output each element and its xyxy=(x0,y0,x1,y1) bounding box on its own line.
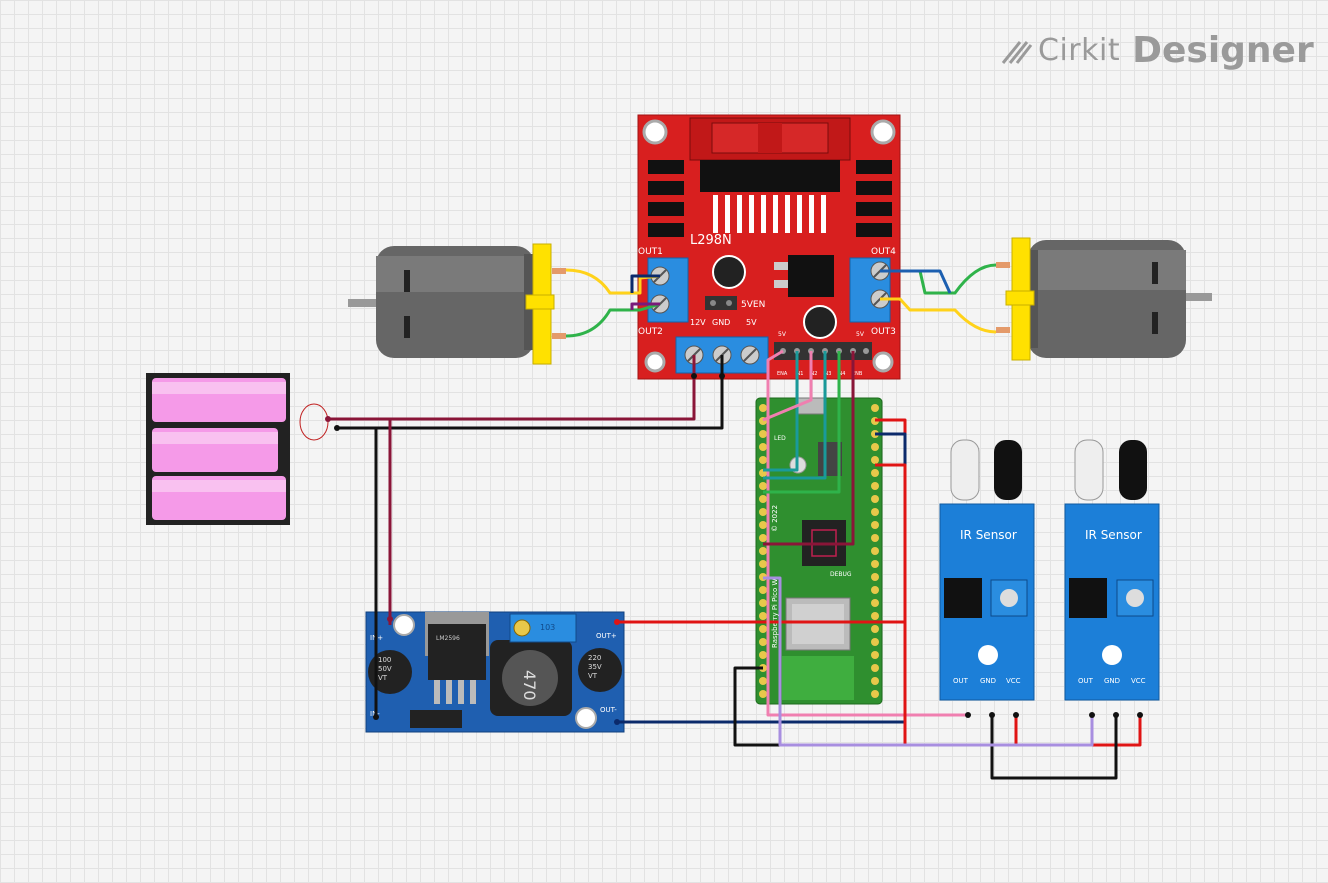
out-plus-label: OUT+ xyxy=(596,632,617,640)
wire-sensor1-gnd[interactable] xyxy=(733,666,994,747)
in1-label: IN1 xyxy=(795,371,803,377)
capacitor xyxy=(712,255,746,289)
pico-debug-label: DEBUG xyxy=(830,571,852,578)
logic-pin-header[interactable] xyxy=(774,342,872,360)
enb-label: ENB xyxy=(852,371,863,377)
diode-array-left xyxy=(648,160,684,237)
wire-ena-pink[interactable] xyxy=(766,349,968,717)
logic-5v-left-label: 5V xyxy=(778,331,787,338)
logic-5v-right-label: 5V xyxy=(856,331,865,338)
out4-label: OUT4 xyxy=(871,247,896,257)
mount-hole-icon xyxy=(870,119,896,145)
ir-sensor-1[interactable]: IR Sensor OUT GND VCC xyxy=(939,439,1035,701)
pico-led-label: LED xyxy=(774,435,786,442)
wire-junctions xyxy=(325,373,1143,725)
ir-sensor-1-title: IR Sensor xyxy=(960,528,1017,542)
ir-sensor-2-gnd-label: GND xyxy=(1104,677,1120,685)
out2-label: OUT2 xyxy=(638,327,663,337)
diode-array-right xyxy=(856,160,892,237)
pot-label: 103 xyxy=(540,623,555,632)
ir-sensor-2-title: IR Sensor xyxy=(1085,528,1142,542)
wire-sensor2-gnd[interactable] xyxy=(990,715,1118,780)
terminal-block-out1-out2[interactable] xyxy=(647,257,689,323)
trim-pot-icon[interactable] xyxy=(1126,589,1144,607)
wire-in4-green[interactable] xyxy=(763,351,841,494)
voltage-regulator xyxy=(788,255,834,297)
wire-motor-right-green[interactable] xyxy=(880,263,997,295)
power-5v-label: 5V xyxy=(746,318,757,327)
trim-pot-icon[interactable] xyxy=(1000,589,1018,607)
power-gnd-label: GND xyxy=(712,318,730,327)
wire-in2-pink[interactable] xyxy=(762,351,813,422)
wire-in1-teal[interactable] xyxy=(763,351,799,472)
ena-label: ENA xyxy=(777,371,788,377)
mount-hole-icon xyxy=(393,614,415,636)
wire-motor-left-green[interactable] xyxy=(565,302,661,338)
battery-pack-3x18650[interactable] xyxy=(146,373,329,525)
pico-board-label: Raspberry Pi Pico W xyxy=(771,579,779,648)
wire-motor-left-yellow[interactable] xyxy=(565,268,661,295)
wire-in3-teal[interactable] xyxy=(763,351,827,480)
wire-motor-right-yellow[interactable] xyxy=(880,297,997,334)
wire-out2-purple[interactable] xyxy=(630,302,660,310)
logo-designer-text: Designer xyxy=(1132,30,1314,71)
out-minus-label: OUT- xyxy=(600,706,617,714)
ir-sensor-2-vcc-label: VCC xyxy=(1131,677,1146,685)
wire-out1-navy[interactable] xyxy=(630,274,660,293)
capacitor xyxy=(803,305,837,339)
cirkit-designer-logo: Cirkit Designer xyxy=(1000,30,1314,71)
in4-label: IN4 xyxy=(837,371,845,377)
driver-name-label: L298N xyxy=(690,233,732,248)
logo-cirkit-text: Cirkit xyxy=(1038,33,1121,68)
wire-battery-gnd[interactable] xyxy=(337,355,724,430)
mount-hole-icon xyxy=(644,351,666,373)
mount-hole-icon xyxy=(872,351,894,373)
wire-out4-blue[interactable] xyxy=(880,269,952,294)
wire-enb-maroon[interactable] xyxy=(763,351,855,546)
out1-label: OUT1 xyxy=(638,247,663,257)
wires xyxy=(328,263,1142,780)
chip-label: LM2596 xyxy=(436,635,460,642)
out3-label: OUT3 xyxy=(871,327,896,337)
in3-label: IN3 xyxy=(823,371,831,377)
mount-hole-icon xyxy=(575,707,597,729)
heatsink xyxy=(689,117,851,233)
terminal-block-out3-out4[interactable] xyxy=(849,257,891,323)
jumper-5ven-label: 5VEN xyxy=(741,300,765,310)
pico-year-label: © 2022 xyxy=(771,505,779,532)
wire-sensor2-vcc[interactable] xyxy=(1016,715,1142,747)
ir-sensor-1-out-label: OUT xyxy=(953,677,969,685)
dc-motor-left[interactable] xyxy=(348,243,566,365)
mount-hole-icon xyxy=(642,119,668,145)
power-12v-label: 12V xyxy=(690,318,706,327)
pen-icon xyxy=(1001,40,1033,64)
ir-sensor-1-vcc-label: VCC xyxy=(1006,677,1021,685)
ir-sensor-1-gnd-label: GND xyxy=(980,677,996,685)
inductor-label: 470 xyxy=(520,670,539,701)
in2-label: IN2 xyxy=(809,371,817,377)
dc-motor-right[interactable] xyxy=(996,237,1212,361)
raspberry-pi-pico-w[interactable]: DEBUG LED Raspberry Pi Pico W © 2022 xyxy=(755,397,883,705)
wire-sensor2-out[interactable] xyxy=(763,576,1094,747)
ir-sensor-2-out-label: OUT xyxy=(1078,677,1094,685)
l298n-motor-driver[interactable]: L298N 5VEN OUT1 OUT2 OUT4 OUT3 xyxy=(637,114,901,380)
ir-sensor-2[interactable]: IR Sensor OUT GND VCC xyxy=(1064,439,1160,701)
